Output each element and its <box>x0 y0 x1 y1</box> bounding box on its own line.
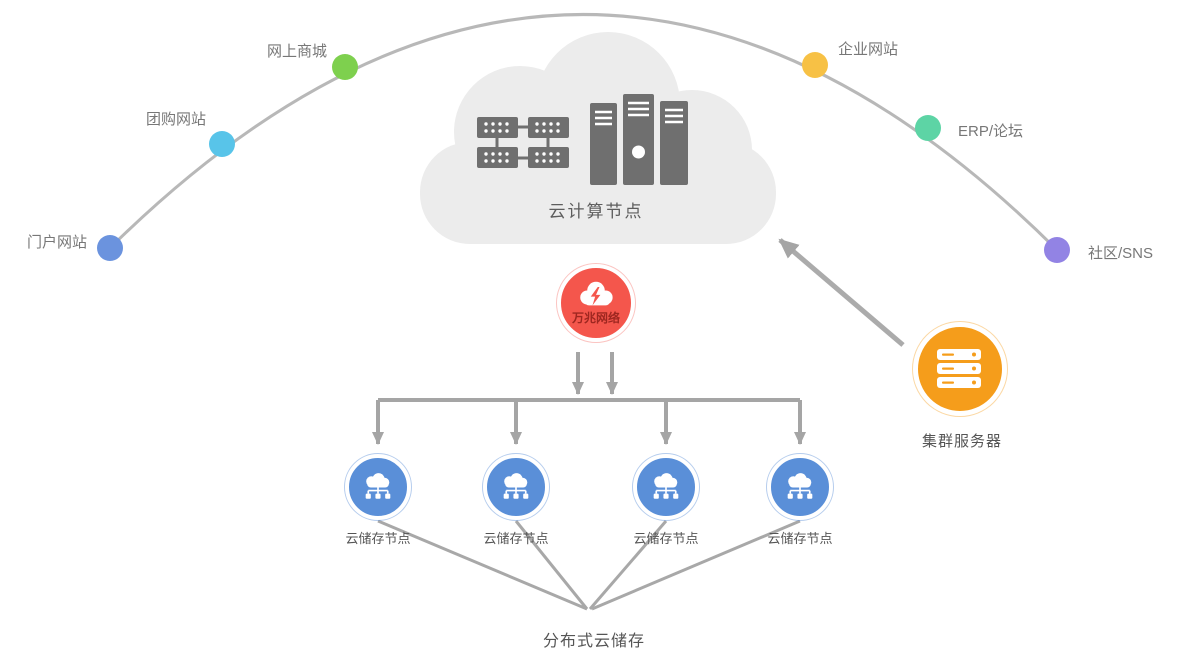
storage-node-4 <box>767 454 833 520</box>
site-dot-enterprise <box>802 52 828 78</box>
site-label-portal: 门户网站 <box>27 234 88 251</box>
distributed-storage-label: 分布式云储存 <box>542 633 645 650</box>
cluster-server-label: 集群服务器 <box>921 433 1002 450</box>
storage-node-2 <box>483 454 549 520</box>
storage-node-label: 云储存节点 <box>483 531 549 546</box>
storage-node-1 <box>345 454 411 520</box>
server-tower-icon <box>590 94 688 185</box>
manifold-lines <box>372 398 806 445</box>
site-label-sns: 社区/SNS <box>1088 245 1154 262</box>
server-rack-icon <box>477 117 569 168</box>
storage-node-3 <box>633 454 699 520</box>
storage-cloud-network-icon <box>653 473 679 499</box>
site-dot-erp <box>915 115 941 141</box>
cluster-server-icon <box>937 349 981 388</box>
site-label-mall: 网上商城 <box>267 43 328 60</box>
cloud-node-label: 云计算节点 <box>548 202 644 221</box>
storage-cloud-network-icon <box>365 473 391 499</box>
site-label-enterprise: 企业网站 <box>838 41 899 58</box>
network-node: 万兆网络 <box>557 264 635 342</box>
site-dot-groupbuy <box>209 131 235 157</box>
storage-node-label: 云储存节点 <box>767 531 833 546</box>
cluster-server-node <box>913 322 1007 416</box>
storage-node-label: 云储存节点 <box>345 531 411 546</box>
cluster-to-cloud-arrow <box>778 238 905 347</box>
network-node-label: 万兆网络 <box>571 311 620 325</box>
cloud-bolt-icon <box>580 281 613 306</box>
site-dot-portal <box>97 235 123 261</box>
site-label-groupbuy: 团购网站 <box>146 111 207 128</box>
site-dot-sns <box>1044 237 1070 263</box>
storage-cloud-network-icon <box>787 473 813 499</box>
storage-cloud-network-icon <box>503 473 529 499</box>
storage-node-label: 云储存节点 <box>633 531 699 546</box>
converging-lines <box>377 519 801 611</box>
network-down-arrows <box>572 352 618 395</box>
site-dot-mall <box>332 54 358 80</box>
site-label-erp: ERP/论坛 <box>958 123 1024 140</box>
